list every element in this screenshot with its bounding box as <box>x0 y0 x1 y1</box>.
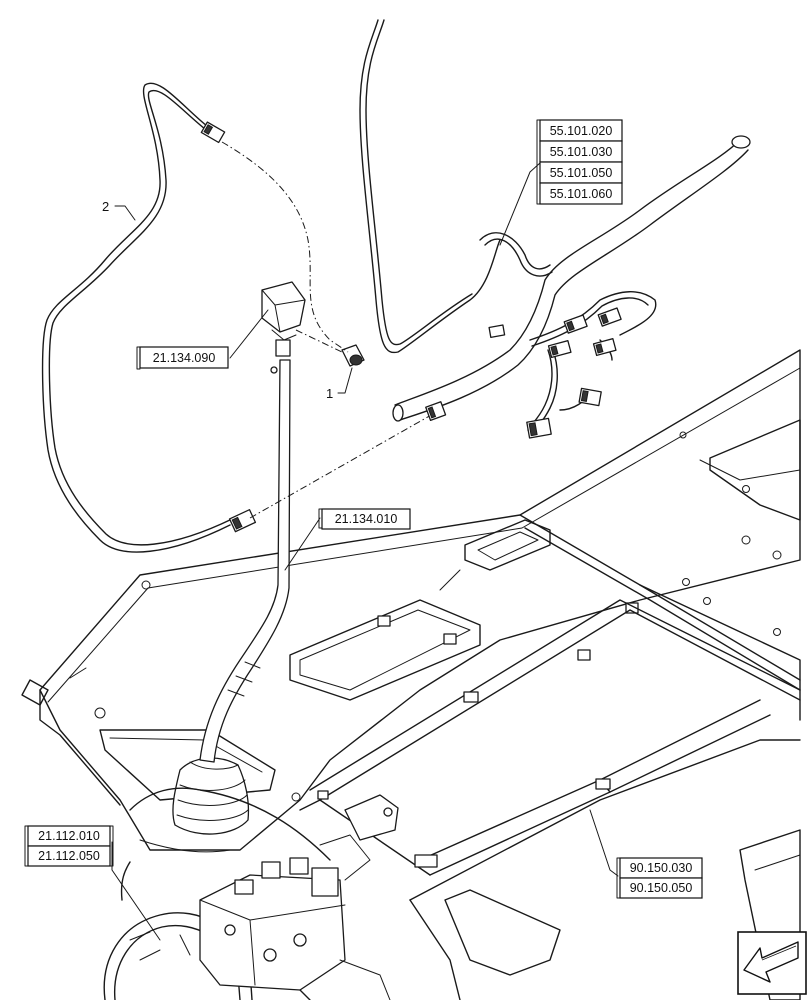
reference-55-101-020[interactable]: 55.101.020 <box>539 119 623 142</box>
connection-lines <box>221 141 441 519</box>
reference-label: 55.101.060 <box>550 187 613 201</box>
view-direction-arrow-icon[interactable] <box>737 931 807 995</box>
switch-item-1 <box>341 344 365 367</box>
leader-lines <box>111 162 619 941</box>
frame-rails <box>291 599 801 876</box>
main-harness <box>359 19 751 439</box>
harness-item-2 <box>41 82 257 553</box>
reference-21-112-050[interactable]: 21.112.050 <box>27 845 111 867</box>
reference-90-150-030[interactable]: 90.150.030 <box>619 857 703 879</box>
reference-label: 90.150.050 <box>630 881 693 895</box>
reference-21-112-group: 21.112.010 21.112.050 <box>24 825 114 867</box>
reference-55-101-050[interactable]: 55.101.050 <box>539 161 623 184</box>
reference-label: 21.112.010 <box>38 829 100 843</box>
cab-floor-plate <box>21 349 801 851</box>
reference-label: 55.101.020 <box>550 124 613 138</box>
reference-label: 55.101.050 <box>550 166 613 180</box>
reference-21-112-010[interactable]: 21.112.010 <box>27 825 111 847</box>
reference-label: 90.150.030 <box>630 861 693 875</box>
reference-90-150-group: 90.150.030 90.150.050 <box>616 857 703 899</box>
reference-55-101-group: 55.101.020 55.101.030 55.101.050 55.101.… <box>536 119 623 205</box>
reference-55-101-030[interactable]: 55.101.030 <box>539 140 623 163</box>
transmission-assembly <box>103 787 438 1000</box>
reference-90-150-050[interactable]: 90.150.050 <box>619 877 703 899</box>
shift-lever-assembly <box>99 359 291 835</box>
lower-floor-plate <box>409 739 801 1000</box>
floor-cutout-panel <box>289 519 639 701</box>
reference-label: 55.101.030 <box>550 145 613 159</box>
callout-item-2[interactable]: 2 <box>102 199 109 214</box>
reference-label: 21.134.090 <box>153 351 216 365</box>
reference-label: 21.134.010 <box>335 512 398 526</box>
callout-item-1[interactable]: 1 <box>326 386 333 401</box>
lever-knob <box>261 281 306 357</box>
reference-label: 21.112.050 <box>38 849 100 863</box>
reference-21-134-010[interactable]: 21.134.010 <box>318 508 411 530</box>
reference-21-134-090[interactable]: 21.134.090 <box>136 346 229 370</box>
reference-55-101-060[interactable]: 55.101.060 <box>539 182 623 205</box>
